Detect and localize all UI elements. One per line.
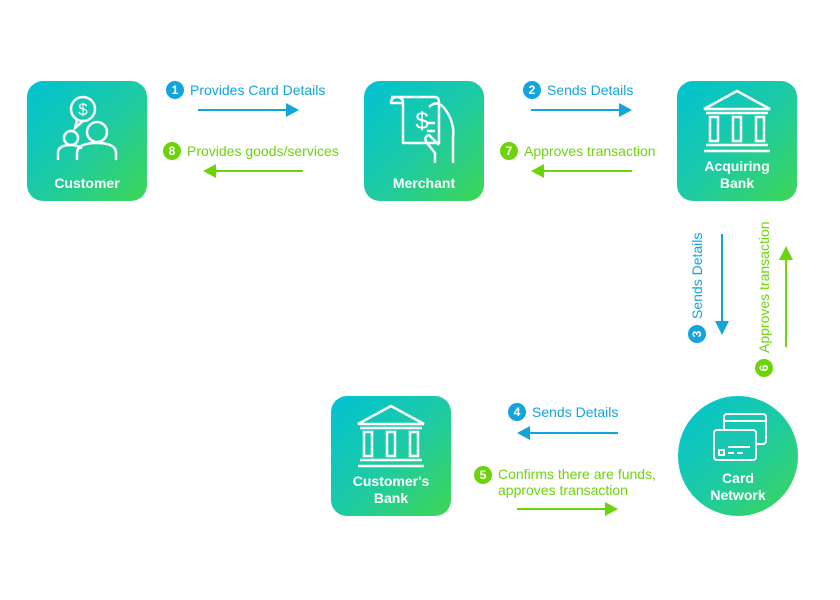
arrow-step-3 xyxy=(715,234,729,335)
customer-icon: $ xyxy=(56,95,118,161)
node-customer: $ Customer xyxy=(27,81,147,201)
bank-icon xyxy=(357,404,425,468)
receipt-hand-icon: $ xyxy=(389,95,455,163)
svg-text:$: $ xyxy=(415,108,428,135)
svg-text:$: $ xyxy=(78,100,88,119)
arrow-step-4 xyxy=(517,426,618,440)
arrow-step-5 xyxy=(517,502,618,516)
arrow-step-2 xyxy=(531,103,632,117)
credit-card-icon xyxy=(713,413,767,461)
bank-icon xyxy=(703,89,771,153)
arrow-step-6 xyxy=(779,246,793,347)
node-merchant: $ Merchant xyxy=(364,81,484,201)
arrow-step-8 xyxy=(203,164,303,178)
node-label: Merchant xyxy=(392,175,456,191)
arrow-step-1 xyxy=(198,103,299,117)
node-label: Customer xyxy=(54,175,120,191)
arrow-step-7 xyxy=(531,164,632,178)
